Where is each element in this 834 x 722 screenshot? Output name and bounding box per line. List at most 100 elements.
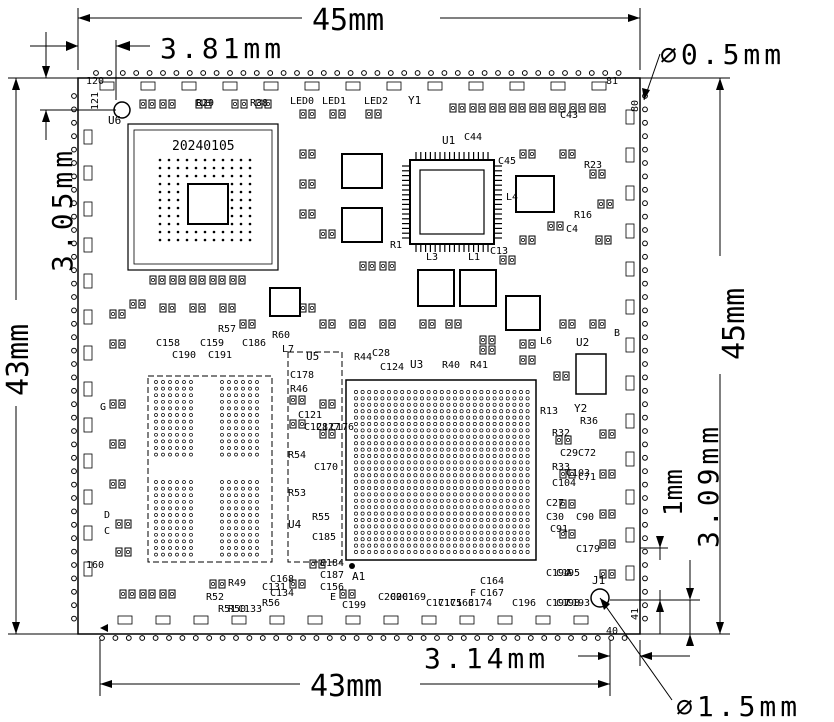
designator-label: C198 [556,598,580,609]
designator-label: C134 [270,588,294,599]
designator-label: C158 [156,338,180,349]
pcb-board: U6 20240105 U1 U5 U4 U3 U2 A1 Y1 Y2 120 … [71,70,648,641]
u6-label: U6 [108,114,121,127]
u2-label: U2 [576,336,589,349]
designator-label: C176 [330,422,354,433]
designator-label: C121 [298,410,322,421]
j1-label: J1 [592,574,605,587]
designator-label: C71 [578,472,596,483]
pin-label-41: 41 [630,608,641,620]
designator-label: D [104,510,110,521]
designator-label: R46 [290,384,308,395]
dim-right-height: 45mm [717,288,752,360]
designator-label: C29 [560,448,578,459]
designator-label: C124 [380,362,404,373]
designator-label: C103 [566,468,590,479]
designator-label: LED2 [364,96,388,107]
designator-label: C [104,526,110,537]
designator-label: R16 [574,210,592,221]
designator-label: R54 [288,450,306,461]
designator-label: C200 [378,592,402,603]
pin-label-121: 121 [90,92,101,110]
designator-label: L3 [426,252,438,263]
designator-label: C128 [304,422,328,433]
designator-label: C186 [242,338,266,349]
designator-label: R53 [288,488,306,499]
designator-label: C199 [342,600,366,611]
designator-label: R33 [552,462,570,473]
dim-right-small: 1mm [659,469,689,516]
designator-label: C27 [546,498,564,509]
designator-label: C156 [320,582,344,593]
designator-label: C13 [490,246,508,257]
designator-label: C178 [290,370,314,381]
designator-label: R13 [540,406,558,417]
designator-label: C175 [438,598,462,609]
designator-label: C43 [560,110,578,121]
designator-label: C169 [402,592,426,603]
y2-label: Y2 [574,402,587,415]
designator-label: C191 [208,350,232,361]
designator-label: C171 [426,598,450,609]
chip-u6 [127,123,279,271]
dimension-arrows [12,14,724,688]
designator-label: L1 [468,252,480,263]
designator-label: C91 [550,524,568,535]
designator-label: LED1 [322,96,346,107]
designator-label: C184 [320,558,344,569]
designator-label: A [566,568,572,579]
chip-bga-a1 [345,379,537,561]
designator-label: C30 [546,512,564,523]
y1-label: Y1 [408,94,421,107]
designator-label: R32 [552,428,570,439]
designator-label: E [330,592,336,603]
designator-label: C72 [578,448,596,459]
designator-label: G [100,402,106,413]
designator-label: C90 [576,512,594,523]
pin-label-160: 160 [86,560,104,571]
designator-label: C179 [576,544,600,555]
dim-left-height: 43mm [1,324,36,396]
chip-u1 [402,152,502,252]
designator-label: R41 [470,360,488,371]
dim-bottom-offset: 3.14mm [424,642,549,675]
designator-label: C163 [450,598,474,609]
designator-label: C104 [552,478,576,489]
designator-label: C174 [468,598,492,609]
designator-label: C187 [320,570,344,581]
designator-label: R56 [262,598,280,609]
designator-label: R57 [218,324,236,335]
designator-label: C185 [312,532,336,543]
dim-hole-offset-top: 3.81mm [160,32,285,65]
u1-label: U1 [442,134,455,147]
dim-right-offset: 3.09mm [692,423,725,548]
designator-label: C133 [238,604,262,615]
dim-hole-diameter-top: ∅0.5mm [660,38,785,71]
pin-label-80: 80 [630,100,641,112]
components [109,99,616,599]
designator-label: L6 [540,336,552,347]
a1-label: A1 [352,570,365,583]
u3-label: U3 [410,358,423,371]
designator-label: C159 [200,338,224,349]
designator-label: R51 [218,604,236,615]
designator-label: R44 [354,352,372,363]
designator-label: C168 [270,574,294,585]
designator-label: C28 [372,348,390,359]
designator-label: R50 [228,604,246,615]
edge-pads [83,81,635,625]
designator-label: R52 [206,592,224,603]
inductors [269,153,607,395]
designator-label: R23 [584,160,602,171]
designator-label: R38 [250,98,268,109]
designator-label: C4 [566,224,578,235]
designator-label: R55 [312,512,330,523]
designator-label: C197 [546,598,570,609]
designator-label: C195 [556,568,580,579]
pin-label-81: 81 [606,76,618,87]
designator-label: C190 [172,350,196,361]
designator-label: C127 [316,422,340,433]
pin-label-40: 40 [606,626,618,637]
designator-label: LED0 [290,96,314,107]
